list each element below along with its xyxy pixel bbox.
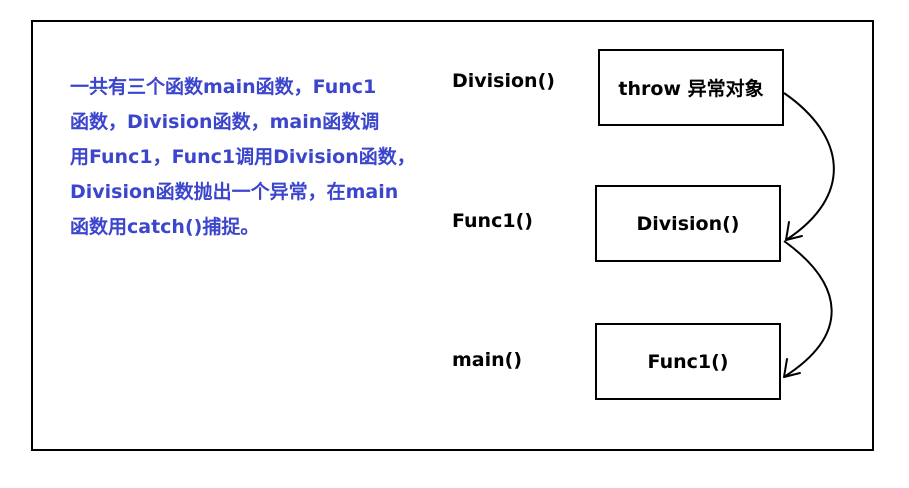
description-line-4: Division函数抛出一个异常，在main	[70, 181, 399, 203]
label-main: main()	[452, 349, 523, 371]
arrowhead-func1	[783, 358, 801, 378]
description-line-1: 一共有三个函数main函数，Func1	[70, 76, 377, 98]
label-division: Division()	[452, 70, 555, 92]
description-line-5: 函数用catch()捕捉。	[70, 216, 260, 238]
box-throw-exception: throw 异常对象	[598, 49, 784, 126]
diagram-frame	[31, 20, 874, 451]
arrow-throw-to-division	[783, 92, 835, 241]
box-division: Division()	[595, 185, 781, 262]
arrowhead-division	[785, 221, 803, 241]
label-func1: Func1()	[452, 210, 533, 232]
arrow-division-to-func1	[783, 240, 833, 378]
description-line-3: 用Func1，Func1调用Division函数，	[70, 146, 416, 168]
description-line-2: 函数，Division函数，main函数调	[70, 111, 380, 133]
description-text: 一共有三个函数main函数，Func1 函数，Division函数，main函数…	[70, 70, 416, 245]
box-func1: Func1()	[595, 323, 781, 400]
